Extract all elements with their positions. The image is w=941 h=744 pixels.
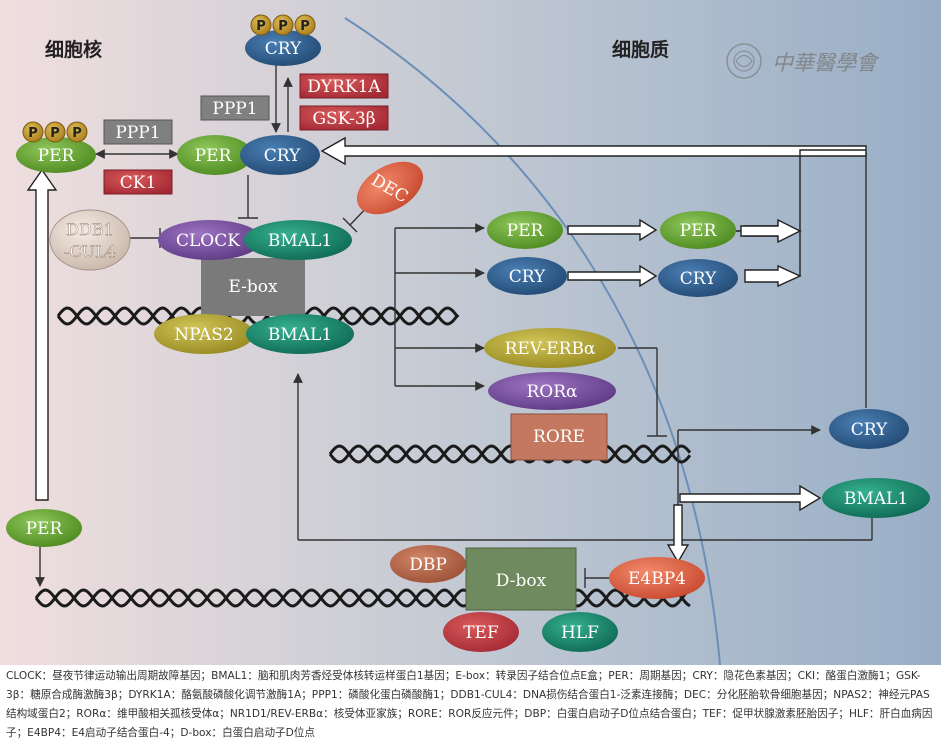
clock-node: CLOCK — [158, 220, 262, 260]
svg-text:CK1: CK1 — [120, 173, 157, 193]
svg-text:BMAL1: BMAL1 — [844, 489, 908, 509]
nuclear-membrane — [344, 17, 721, 665]
ppp1-mid-box: PPP1 — [103, 119, 173, 145]
svg-text:P: P — [28, 126, 38, 141]
ebox-box: E-box — [201, 258, 305, 316]
ddb1-cul4-node: DDB1 -CUL4 — [49, 209, 131, 271]
svg-text:P: P — [50, 126, 60, 141]
per-left-node: PER — [16, 137, 96, 173]
svg-text:PER: PER — [26, 519, 64, 539]
svg-text:D-box: D-box — [496, 571, 547, 591]
svg-text:NPAS2: NPAS2 — [174, 325, 234, 345]
cry-complex-node: CRY — [240, 135, 320, 175]
cry-mid-node: CRY — [487, 257, 567, 295]
transport-arrows — [26, 136, 867, 564]
dna-strand-bottom-2 — [34, 588, 691, 608]
circadian-clock-diagram: 细胞核 细胞质 中華醫學會 — [0, 0, 941, 665]
svg-text:BMAL1: BMAL1 — [268, 231, 332, 251]
svg-text:GSK-3β: GSK-3β — [312, 109, 375, 129]
svg-text:-CUL4: -CUL4 — [64, 242, 116, 261]
svg-text:P: P — [300, 19, 310, 34]
watermark-logo — [726, 43, 762, 79]
bmal1-far-node: BMAL1 — [822, 478, 930, 518]
svg-text:PER: PER — [680, 221, 718, 241]
svg-text:P: P — [256, 19, 266, 34]
cry-far-node: CRY — [829, 409, 909, 449]
per-right-node: PER — [660, 211, 736, 249]
svg-text:PPP1: PPP1 — [212, 99, 257, 119]
svg-text:PPP1: PPP1 — [115, 123, 160, 143]
abbreviation-legend: CLOCK：昼夜节律运动输出周期故障基因；BMAL1：脑和肌肉芳香烃受体核转运样… — [6, 670, 933, 739]
svg-text:RORα: RORα — [526, 382, 578, 402]
svg-text:DBP: DBP — [409, 555, 447, 575]
svg-text:TEF: TEF — [463, 623, 499, 643]
svg-text:PER: PER — [507, 221, 545, 241]
svg-text:DDB1: DDB1 — [66, 220, 114, 239]
nucleus-label: 细胞核 — [45, 38, 102, 61]
bmal1-low-node: BMAL1 — [246, 314, 354, 354]
dna-strand-bottom — [34, 588, 691, 608]
cry-top-node: CRY — [245, 30, 321, 66]
rev-erb-node: REV-ERBα — [484, 328, 616, 368]
dna-strand-middle — [328, 444, 692, 464]
cytoplasm-label: 细胞质 — [612, 38, 669, 61]
svg-text:CRY: CRY — [509, 267, 546, 287]
per-bottom-node: PER — [6, 509, 82, 547]
rora-node: RORα — [488, 372, 616, 410]
svg-text:CRY: CRY — [680, 269, 717, 289]
svg-text:PER: PER — [195, 146, 233, 166]
svg-text:HLF: HLF — [561, 623, 599, 643]
svg-text:P: P — [278, 19, 288, 34]
svg-text:DYRK1A: DYRK1A — [307, 77, 381, 97]
svg-text:RORE: RORE — [533, 427, 585, 447]
dyrk1a-box: DYRK1A — [299, 73, 389, 99]
ppp1-top-box: PPP1 — [200, 95, 270, 121]
e4bp4-node: E4BP4 — [609, 557, 705, 599]
dbp-node: DBP — [390, 545, 466, 583]
svg-text:BMAL1: BMAL1 — [268, 325, 332, 345]
svg-text:P: P — [72, 126, 82, 141]
svg-text:E-box: E-box — [228, 277, 278, 297]
phosphate-group-left: P P P — [22, 121, 88, 143]
per-complex-node: PER — [177, 135, 253, 175]
svg-text:CRY: CRY — [265, 39, 302, 59]
hlf-node: HLF — [542, 612, 618, 652]
dna-strand-middle-2 — [328, 444, 692, 464]
svg-text:CLOCK: CLOCK — [176, 231, 240, 251]
watermark-text: 中華醫學會 — [772, 51, 880, 75]
rore-box: RORE — [510, 413, 608, 461]
bmal1-top-node: BMAL1 — [244, 220, 352, 260]
dbox-box: D-box — [465, 547, 577, 611]
per-mid-node: PER — [487, 211, 563, 249]
svg-text:CRY: CRY — [264, 146, 301, 166]
cry-right-node: CRY — [658, 259, 738, 297]
gsk3b-box: GSK-3β — [299, 105, 389, 131]
connectors — [35, 60, 873, 588]
svg-text:REV-ERBα: REV-ERBα — [505, 339, 596, 359]
svg-text:PER: PER — [38, 146, 76, 166]
svg-text:E4BP4: E4BP4 — [628, 569, 686, 589]
svg-text:CRY: CRY — [851, 420, 888, 440]
ck1-box: CK1 — [103, 169, 173, 195]
npas2-node: NPAS2 — [154, 314, 254, 354]
dec-node: DEC — [356, 161, 424, 215]
phosphate-group-top: P P P — [250, 14, 316, 36]
tef-node: TEF — [443, 612, 519, 652]
